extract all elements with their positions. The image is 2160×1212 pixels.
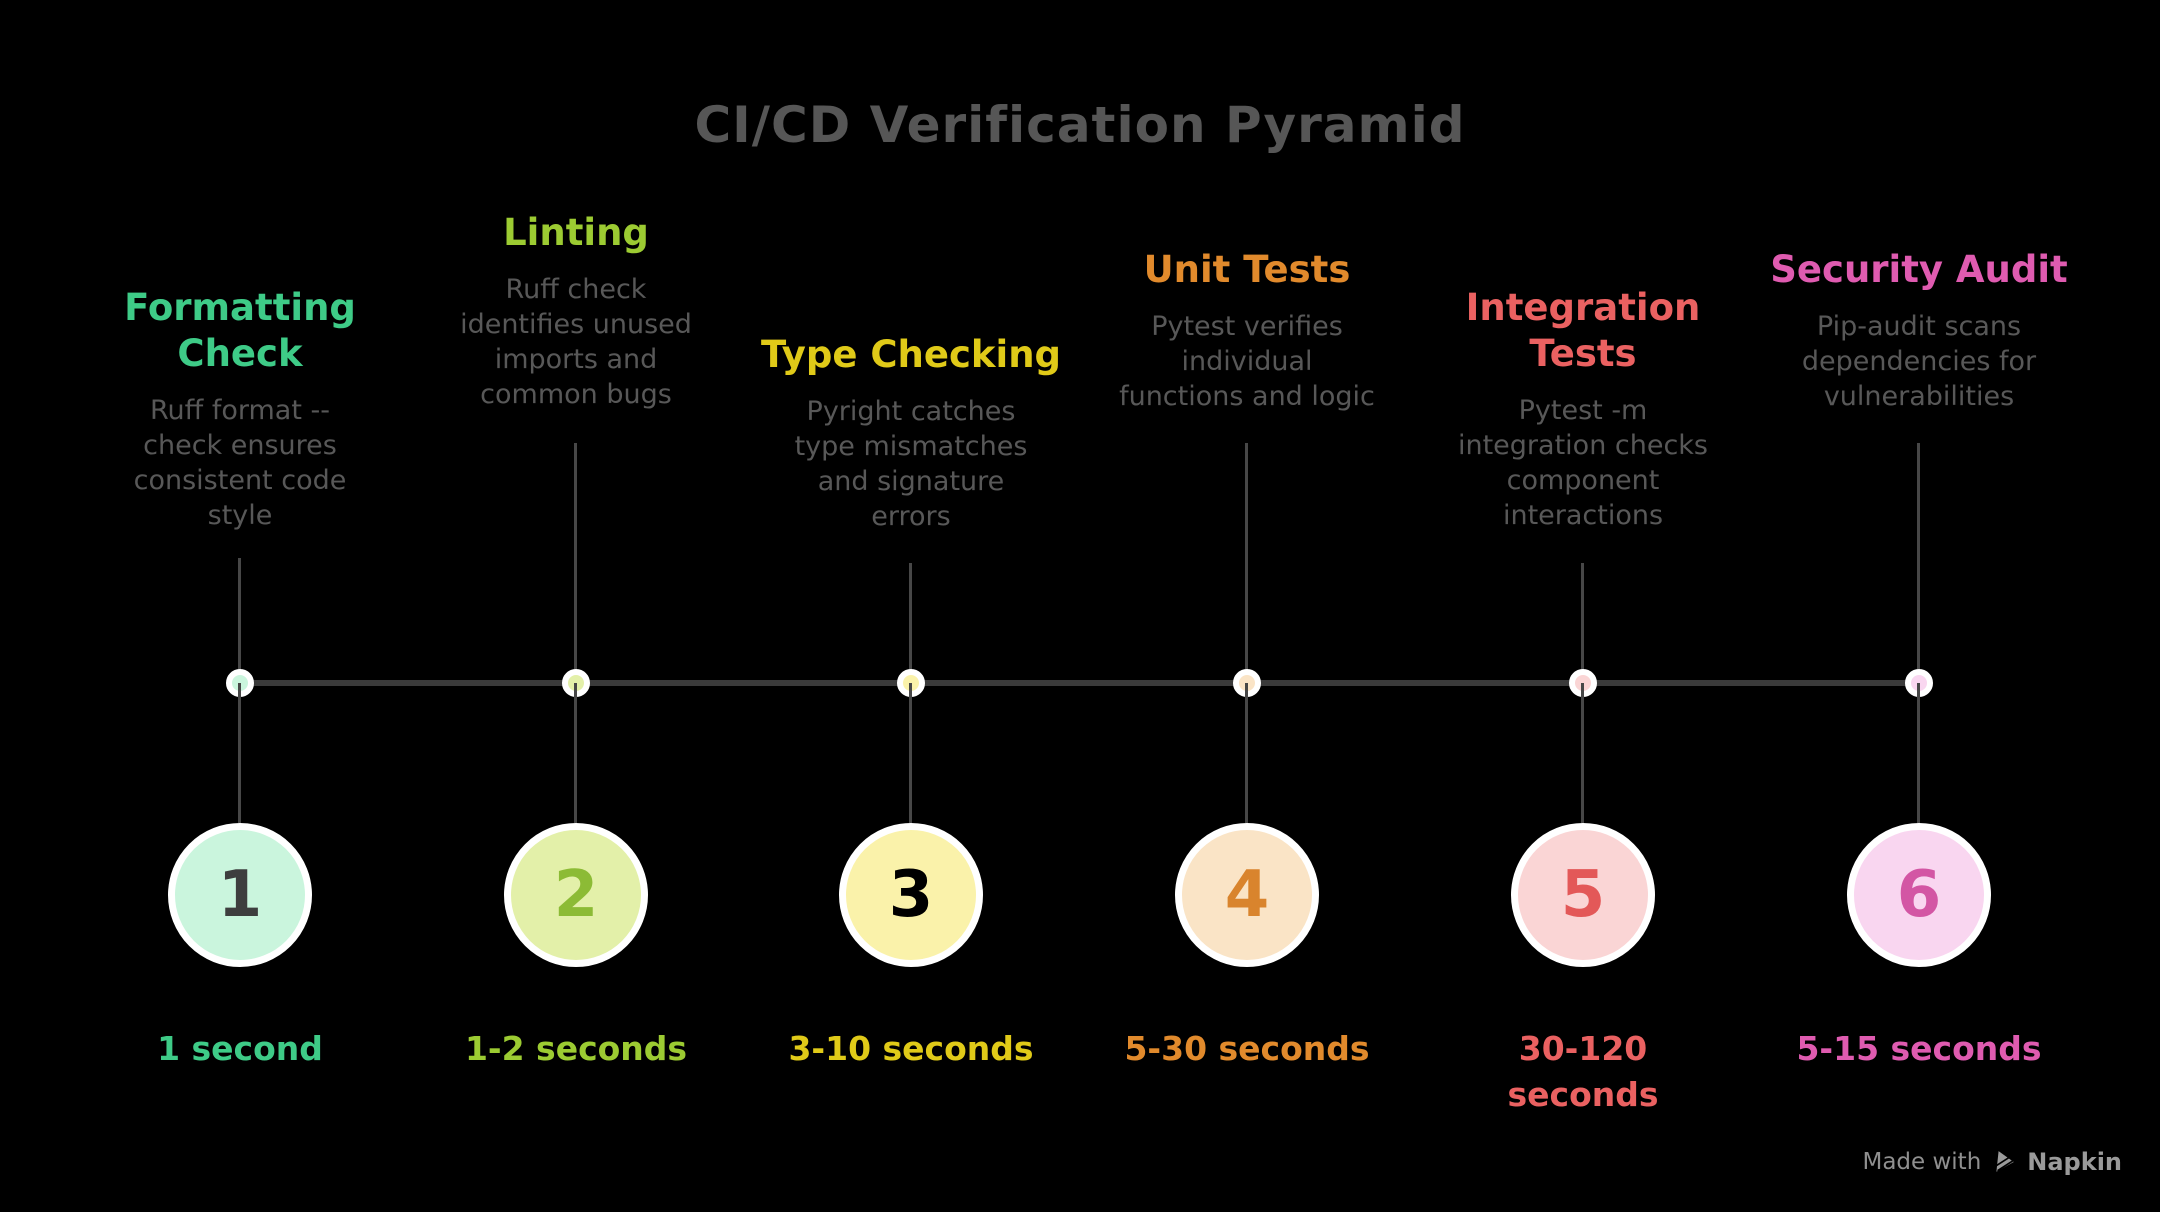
connector-line-top [238, 558, 241, 683]
stage-title: Type Checking [760, 333, 1062, 376]
step-number: 4 [1224, 858, 1270, 932]
connector-line-bottom [909, 683, 912, 823]
connector-line-top [1245, 443, 1248, 683]
stage-description: Pip-audit scans dependencies for vulnera… [1801, 311, 2037, 412]
step-number: 3 [888, 858, 934, 932]
connector-line-top [1917, 443, 1920, 683]
stage-6: Security Audit Pip-audit scans dependenc… [1759, 247, 2079, 414]
step-circle: 4 [1175, 823, 1319, 967]
stage-description: Ruff format -- check ensures consistent … [133, 395, 347, 531]
connector-line-top [1581, 563, 1584, 683]
stage-1: Formatting Check Ruff format -- check en… [80, 285, 400, 533]
napkin-logo-icon [1995, 1151, 2015, 1172]
stage-4: Unit Tests Pytest verifies individual fu… [1087, 247, 1407, 414]
connector-line-bottom [1581, 683, 1584, 823]
footer: Made with Napkin [1862, 1148, 2122, 1176]
step-number: 5 [1560, 858, 1606, 932]
timeline-line [240, 680, 1919, 686]
stage-duration: 30-120 seconds [1507, 1029, 1659, 1114]
stage-duration: 5-30 seconds [1124, 1029, 1370, 1068]
connector-line-bottom [574, 683, 577, 823]
stage-description: Ruff check identifies unused imports and… [460, 274, 692, 410]
stage-duration: 5-15 seconds [1796, 1029, 2042, 1068]
stage-duration: 1 second [157, 1029, 323, 1068]
step-number: 2 [553, 858, 599, 932]
stage-description: Pytest -m integration checks component i… [1457, 395, 1708, 531]
made-with-label: Made with [1862, 1149, 1982, 1175]
stage-2: Linting Ruff check identifies unused imp… [416, 210, 736, 412]
connector-line-bottom [238, 683, 241, 823]
step-circle: 3 [839, 823, 983, 967]
stage-title: Unit Tests [1143, 248, 1351, 291]
stage-duration: 1-2 seconds [464, 1029, 688, 1068]
stage-title: Security Audit [1770, 248, 2068, 291]
stage-5: Integration Tests Pytest -m integration … [1423, 285, 1743, 533]
stage-title: Linting [503, 211, 649, 254]
connector-line-top [574, 443, 577, 683]
step-circle: 5 [1511, 823, 1655, 967]
stage-3: Type Checking Pyright catches type misma… [751, 332, 1071, 534]
step-number: 6 [1896, 858, 1942, 932]
page-title: CI/CD Verification Pyramid [694, 96, 1466, 154]
napkin-brand: Napkin [2027, 1148, 2122, 1176]
connector-line-bottom [1917, 683, 1920, 823]
step-circle: 1 [168, 823, 312, 967]
stage-description: Pytest verifies individual functions and… [1119, 311, 1375, 412]
stage-title: Formatting Check [124, 286, 356, 375]
stage-description: Pyright catches type mismatches and sign… [794, 396, 1028, 532]
step-number: 1 [217, 858, 263, 932]
connector-line-top [909, 563, 912, 683]
step-circle: 2 [504, 823, 648, 967]
connector-line-bottom [1245, 683, 1248, 823]
stage-duration: 3-10 seconds [788, 1029, 1034, 1068]
stage-title: Integration Tests [1465, 286, 1701, 375]
step-circle: 6 [1847, 823, 1991, 967]
